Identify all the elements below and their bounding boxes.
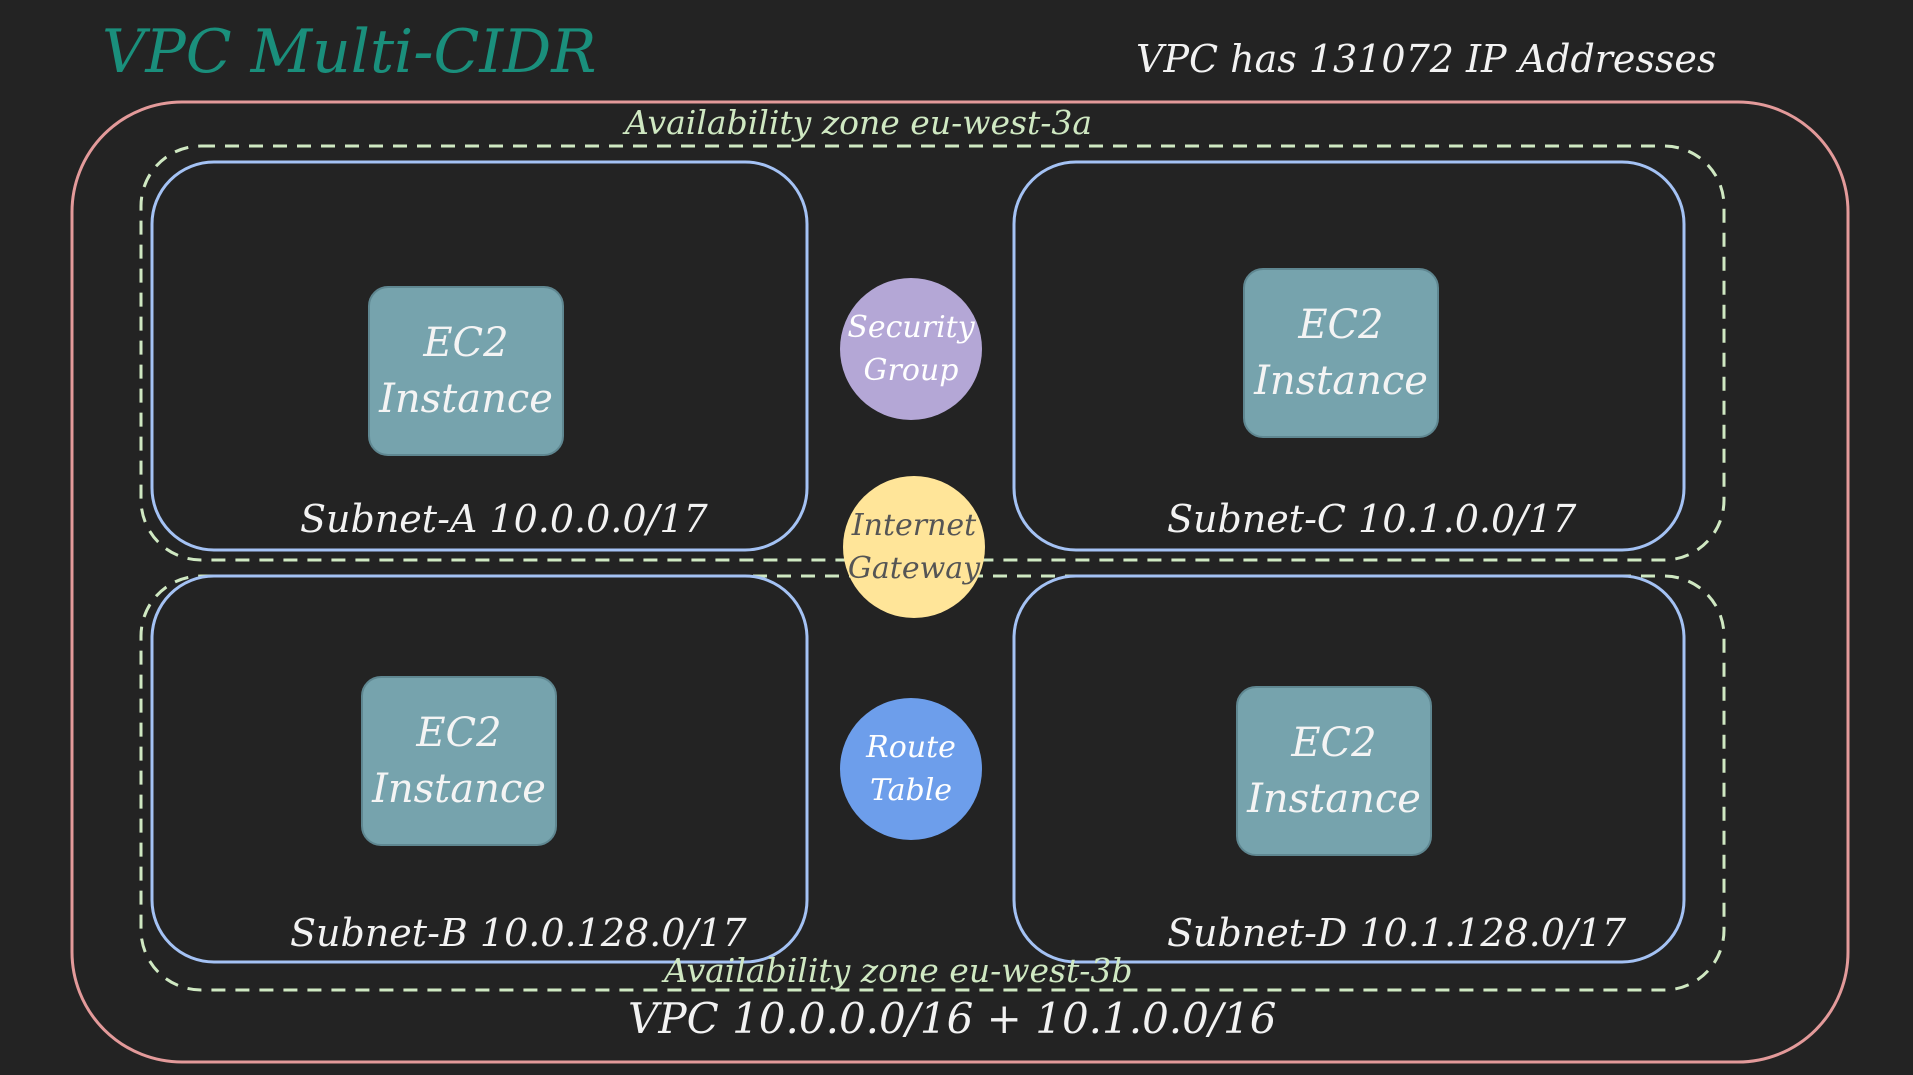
route-table-line1: Route xyxy=(866,729,956,765)
security-group-line2: Group xyxy=(863,353,959,388)
ec2-instance-subnet-a[interactable]: EC2 Instance xyxy=(368,286,564,456)
ec2-label-line2: Instance xyxy=(1254,358,1428,404)
subnet-c-label: Subnet-C 10.1.0.0/17 xyxy=(1167,497,1577,541)
subnet-a-boundary xyxy=(150,160,809,552)
route-table-node[interactable]: Route Table xyxy=(840,698,982,840)
vpc-boundary xyxy=(70,100,1850,1064)
ec2-label-line2: Instance xyxy=(1247,776,1421,822)
ec2-instance-subnet-c[interactable]: EC2 Instance xyxy=(1243,268,1439,438)
ec2-label-line1: EC2 xyxy=(1291,720,1377,766)
subnet-d-label: Subnet-D 10.1.128.0/17 xyxy=(1167,911,1627,955)
az-b-label: Availability zone eu-west-3b xyxy=(664,951,1133,990)
ec2-label-line2: Instance xyxy=(372,766,546,812)
vpc-ip-count-label: VPC has 131072 IP Addresses xyxy=(1136,37,1717,81)
vpc-cidr-label: VPC 10.0.0.0/16 + 10.1.0.0/16 xyxy=(628,994,1277,1043)
subnet-d-boundary xyxy=(1012,574,1686,964)
security-group-line1: Security xyxy=(847,309,975,345)
diagram-title: VPC Multi-CIDR xyxy=(102,17,597,87)
ec2-label-line1: EC2 xyxy=(416,710,502,756)
az-a-label: Availability zone eu-west-3a xyxy=(625,103,1093,142)
ec2-label-line1: EC2 xyxy=(1298,302,1384,348)
ec2-label-line2: Instance xyxy=(379,376,553,422)
ec2-instance-subnet-d[interactable]: EC2 Instance xyxy=(1236,686,1432,856)
ec2-instance-subnet-b[interactable]: EC2 Instance xyxy=(361,676,557,846)
internet-gateway-line2: Gateway xyxy=(847,551,981,586)
ec2-label-line1: EC2 xyxy=(423,320,509,366)
subnet-b-boundary xyxy=(150,574,809,964)
security-group-node[interactable]: Security Group xyxy=(840,278,982,420)
subnet-c-boundary xyxy=(1012,160,1686,552)
subnet-a-label: Subnet-A 10.0.0.0/17 xyxy=(300,497,708,541)
route-table-line2: Table xyxy=(869,773,953,808)
subnet-b-label: Subnet-B 10.0.128.0/17 xyxy=(290,911,747,955)
internet-gateway-line1: Internet xyxy=(851,507,977,543)
internet-gateway-node[interactable]: Internet Gateway xyxy=(843,476,985,618)
